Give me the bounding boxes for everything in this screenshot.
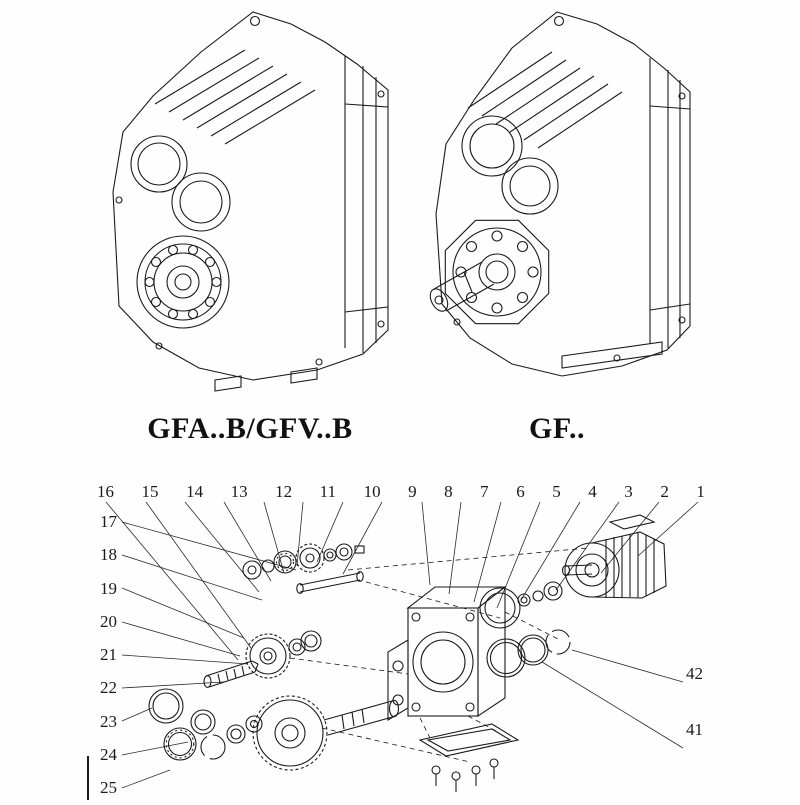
part-number: 9	[408, 482, 417, 501]
part-number: 15	[141, 482, 159, 501]
part-number: 3	[624, 482, 633, 501]
part-number: 41	[686, 720, 703, 739]
model-caption-gfab: GFA..B/GFV..B	[147, 412, 353, 445]
part-number: 13	[230, 482, 248, 501]
part-number: 8	[444, 482, 453, 501]
lower-bearing-parts	[148, 688, 263, 761]
gearbox-figure-gf: GF..	[412, 4, 702, 446]
part-number: 11	[319, 482, 337, 501]
seals-and-bearings	[479, 581, 563, 629]
part-number: 1	[696, 482, 705, 501]
part-number: 18	[100, 545, 117, 565]
part-number: 2	[660, 482, 669, 501]
output-rings	[486, 629, 571, 678]
part-number: 23	[100, 711, 117, 731]
part-number: 10	[363, 482, 381, 501]
part-number: 21	[100, 645, 117, 664]
part-number: 19	[100, 578, 117, 598]
gear-housing	[387, 585, 507, 721]
callout-col-right: 42 41	[686, 664, 712, 740]
part-number: 5	[552, 482, 561, 501]
part-number: 25	[100, 778, 117, 797]
leader-lines	[105, 501, 699, 789]
model-caption-gf: GF..	[529, 412, 585, 445]
callout-row-top: 16 15 14 13 12 11 10 9 8 7 6 5 4 3 2 1	[97, 482, 705, 502]
motor	[561, 514, 667, 599]
exploded-parts-drawing	[87, 501, 699, 800]
part-number: 16	[97, 482, 114, 501]
part-number: 14	[186, 482, 204, 501]
intermediate-gear-parts	[203, 630, 322, 688]
part-number: 20	[100, 611, 117, 631]
gearbox-isometric-drawing-gfab	[112, 11, 389, 392]
part-number: 24	[100, 744, 117, 764]
part-number: 42	[686, 664, 703, 683]
part-number: 4	[588, 482, 597, 501]
exploded-view-section	[0, 470, 800, 800]
input-shaft-parts	[242, 543, 365, 594]
part-number: 6	[516, 482, 525, 501]
output-gear-shaft	[252, 695, 400, 771]
base-gasket-bolts	[418, 723, 520, 792]
parts	[87, 514, 667, 800]
assembly-axis-lines	[289, 547, 589, 763]
part-number: 22	[100, 678, 117, 698]
part-number: 17	[100, 512, 117, 531]
gearbox-isometric-drawing-gf	[429, 11, 691, 377]
gearbox-figure-gfab: GFA..B/GFV..B	[95, 4, 405, 446]
callout-col-left: 17 18 19 20 21 22 23 24 25	[89, 512, 117, 798]
part-number: 7	[480, 482, 489, 501]
part-number: 12	[275, 482, 293, 501]
